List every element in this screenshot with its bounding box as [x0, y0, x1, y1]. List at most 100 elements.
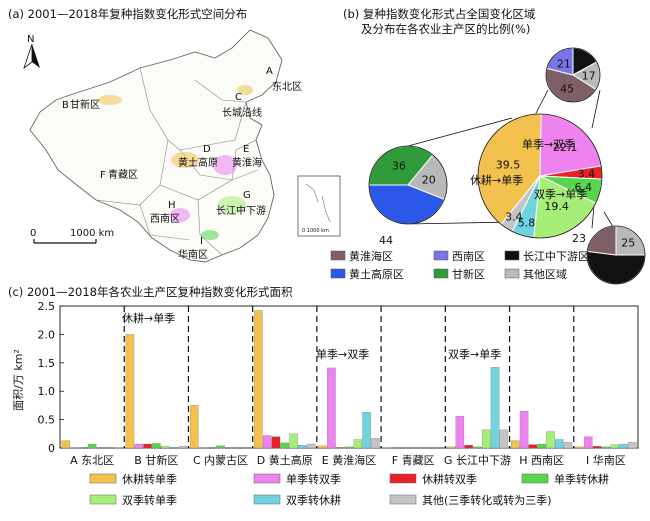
x-tick-label: H 西南区: [519, 454, 564, 467]
region-label-a-letter: A: [266, 66, 273, 77]
legend-b-swatch: [330, 250, 346, 261]
bar-单季转双季-A 东北区: [70, 447, 79, 449]
panel-b-pies: (b) 复种指数变化形式占全国变化区域 及分布在各农业主产区的比例(%) 39.…: [330, 7, 646, 309]
legend-c-swatch: [521, 473, 549, 484]
bar-休耕转单季-C 内蒙古区: [189, 405, 199, 449]
bar-休耕转双季-B 甘新区: [143, 443, 152, 449]
bar-双季转单季-H 西南区: [546, 431, 555, 449]
region-label-h-letter: H: [168, 200, 176, 211]
bar-休耕转单季-B 甘新区: [125, 334, 135, 449]
x-tick-label: A 东北区: [70, 454, 114, 467]
pie-value-label: 19.4: [544, 200, 569, 213]
legend-b-swatch: [504, 268, 520, 279]
legend-c-label: 单季转休耕: [554, 472, 609, 486]
region-label-c-name: 长城沿线: [222, 106, 262, 119]
x-tick-label: C 内蒙古区: [193, 453, 248, 467]
bar-单季转双季-D 黄土高原: [262, 435, 272, 449]
panel-c-bar-chart: (c) 2001—2018年各农业主产区复种指数变化形式面积 面积/万 km² …: [8, 285, 639, 507]
y-tick-label: 0: [48, 442, 55, 455]
legend-c-swatch: [89, 494, 117, 505]
pie-value-label: 25: [621, 237, 635, 250]
legend-b-label: 甘新区: [452, 267, 485, 281]
region-label-b-name: 甘新区: [70, 98, 100, 111]
bar-双季转休耕-E 黄淮海区: [362, 412, 371, 449]
bar-其他(三季转化或转为三季)-D 黄土高原: [306, 443, 316, 449]
pie-value-label: 52: [599, 296, 613, 309]
pie-value-label: 23: [572, 232, 586, 245]
y-tick-label: 1.5: [38, 357, 56, 370]
bar-其他(三季转化或转为三季)-E 黄淮海区: [371, 438, 380, 449]
x-tick-label: E 黄淮海区: [322, 453, 376, 467]
bar-其他(三季转化或转为三季)-A 东北区: [114, 447, 123, 449]
bar-双季转单季-G 长江中下游: [481, 429, 491, 449]
pie-value-label: 3.4: [578, 167, 596, 180]
region-label-f-letter: F: [100, 170, 106, 181]
bar-休耕转双季-D 黄土高原: [271, 436, 281, 449]
x-tick-label: G 长江中下游: [444, 454, 511, 467]
bar-单季转休耕-D 黄土高原: [280, 442, 290, 449]
legend-c-label: 休耕转单季: [122, 472, 177, 486]
legend-b-swatch: [330, 268, 346, 279]
pie-outline: [368, 145, 448, 225]
bar-休耕转双季-G 长江中下游: [464, 445, 473, 449]
legend-b-label: 黄土高原区: [349, 267, 404, 281]
inset-coastline: [305, 183, 331, 223]
bar-单季转休耕-C 内蒙古区: [216, 445, 225, 449]
pie-main: 39.522.13.46.419.45.83.4: [477, 113, 603, 239]
x-tick-label: B 甘新区: [134, 453, 178, 467]
bar-plot-frame: [59, 305, 639, 449]
bar-marks: [61, 310, 637, 449]
bar-休耕转单季-A 东北区: [61, 440, 70, 449]
bar-休耕转单季-D 黄土高原: [254, 310, 263, 449]
bar-单季转休耕-B 甘新区: [152, 443, 161, 449]
x-tick-label: D 黄土高原: [257, 453, 313, 467]
legend-c-label: 双季转休耕: [286, 493, 341, 507]
legend-c-swatch: [253, 473, 281, 484]
north-label: N: [27, 34, 34, 45]
north-arrow-icon: N: [23, 34, 40, 70]
legend-b-label: 其他区域: [523, 268, 567, 281]
panel-c-legend: 休耕转单季单季转双季休耕转双季单季转休耕双季转单季双季转休耕其他(三季转化或转为…: [89, 472, 609, 507]
bar-annotation-double-to-single: 双季→单季: [448, 348, 501, 361]
bar-其他(三季转化或转为三季)-I 华南区: [628, 442, 637, 449]
main-pie-annotation-double-to-single: 双季→单季: [534, 188, 587, 201]
y-tick-label: 0.5: [38, 414, 56, 427]
y-tick-label: 1.0: [38, 385, 56, 398]
bar-休耕转单季-G 长江中下游: [446, 446, 456, 449]
bar-休耕转双季-H 西南区: [528, 444, 538, 449]
bar-其他(三季转化或转为三季)-H 西南区: [563, 442, 573, 449]
region-label-f-name: 青藏区: [108, 168, 138, 181]
pie-value-label: 5.8: [518, 216, 536, 229]
bar-休耕转单季-H 西南区: [511, 440, 520, 449]
bar-单季转双季-C 内蒙古区: [198, 447, 208, 449]
pie-outline: [586, 225, 646, 285]
panel-b-title-line2: 及分布在各农业主产区的比例(%): [361, 22, 530, 36]
bar-单季转双季-H 西南区: [519, 410, 529, 449]
panel-b-legend: 黄淮海区西南区长江中下游区黄土高原区甘新区其他区域: [330, 249, 589, 281]
bar-双季转单季-E 黄淮海区: [353, 439, 363, 449]
bar-单季转休耕-A 东北区: [87, 443, 97, 449]
pie-value-label: 21: [557, 57, 571, 70]
legend-c-swatch: [253, 494, 281, 505]
pie-double-to-single: 25 52 23: [572, 225, 646, 309]
x-tick-label: F 青藏区: [392, 454, 435, 467]
pie-slice-黄淮海区: [586, 225, 617, 256]
bar-其他(三季转化或转为三季)-G 长江中下游: [499, 429, 509, 449]
bar-双季转休耕-H 西南区: [555, 439, 564, 449]
pie-value-label: 39.5: [496, 158, 521, 171]
main-pie-annotation-single-to-double: 单季→双季: [522, 138, 575, 151]
region-label-c-letter: C: [235, 92, 242, 103]
legend-c-label: 单季转双季: [286, 472, 341, 486]
legend-c-label: 双季转单季: [122, 493, 177, 507]
region-label-i-letter: I: [200, 236, 203, 247]
legend-c-label: 其他(三季转化或转为三季): [422, 493, 552, 507]
bar-休耕转双季-I 华南区: [592, 446, 602, 449]
panel-a-map: (a) 2001—2018年复种指数变化形式空间分布: [8, 7, 341, 263]
bar-休耕转双季-E 黄淮海区: [335, 447, 345, 449]
x-tick-label: I 华南区: [586, 453, 626, 467]
bar-休耕转单季-E 黄淮海区: [318, 445, 327, 449]
pie-value-label: 3.4: [505, 211, 523, 224]
legend-b-swatch: [504, 250, 520, 261]
